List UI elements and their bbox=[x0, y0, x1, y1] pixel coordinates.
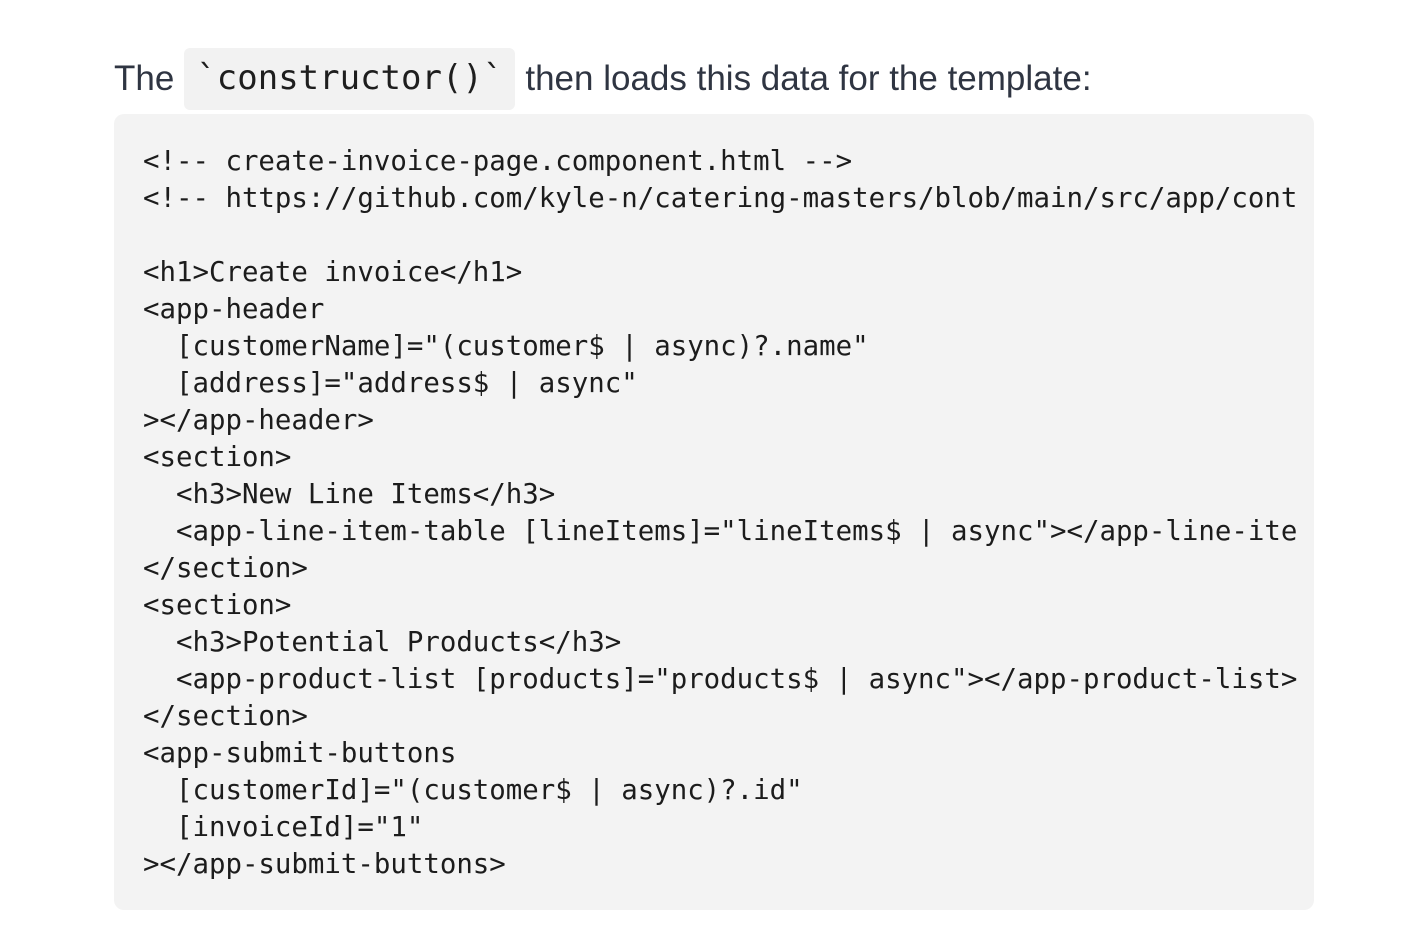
code-content: <!-- create-invoice-page.component.html … bbox=[143, 143, 1297, 883]
code-line: <!-- https://github.com/kyle-n/catering-… bbox=[143, 183, 1298, 214]
intro-paragraph: The `constructor()` then loads this data… bbox=[114, 47, 1092, 111]
code-line: <app-submit-buttons bbox=[143, 738, 457, 769]
code-line: <!-- create-invoice-page.component.html … bbox=[143, 146, 853, 177]
code-line: </section> bbox=[143, 553, 308, 584]
code-line: [customerName]="(customer$ | async)?.nam… bbox=[143, 331, 869, 362]
code-line: <h3>Potential Products</h3> bbox=[143, 627, 622, 658]
code-line: <section> bbox=[143, 590, 292, 621]
code-line: <app-header bbox=[143, 294, 325, 325]
code-line: [customerId]="(customer$ | async)?.id" bbox=[143, 775, 803, 806]
code-line: </section> bbox=[143, 701, 308, 732]
code-line: ></app-header> bbox=[143, 405, 374, 436]
code-line: <app-product-list [products]="products$ … bbox=[143, 664, 1298, 695]
inline-code-constructor: `constructor()` bbox=[184, 48, 516, 110]
code-line: <section> bbox=[143, 442, 292, 473]
intro-suffix: then loads this data for the template: bbox=[525, 59, 1092, 98]
code-line: <h3>New Line Items</h3> bbox=[143, 479, 556, 510]
code-line: ></app-submit-buttons> bbox=[143, 849, 506, 880]
code-line: [address]="address$ | async" bbox=[143, 368, 638, 399]
code-line bbox=[143, 217, 1297, 254]
intro-prefix: The bbox=[114, 59, 175, 98]
code-line: <app-line-item-table [lineItems]="lineIt… bbox=[143, 516, 1298, 547]
code-line: [invoiceId]="1" bbox=[143, 812, 424, 843]
code-line: <h1>Create invoice</h1> bbox=[143, 257, 523, 288]
code-block[interactable]: <!-- create-invoice-page.component.html … bbox=[114, 114, 1314, 910]
